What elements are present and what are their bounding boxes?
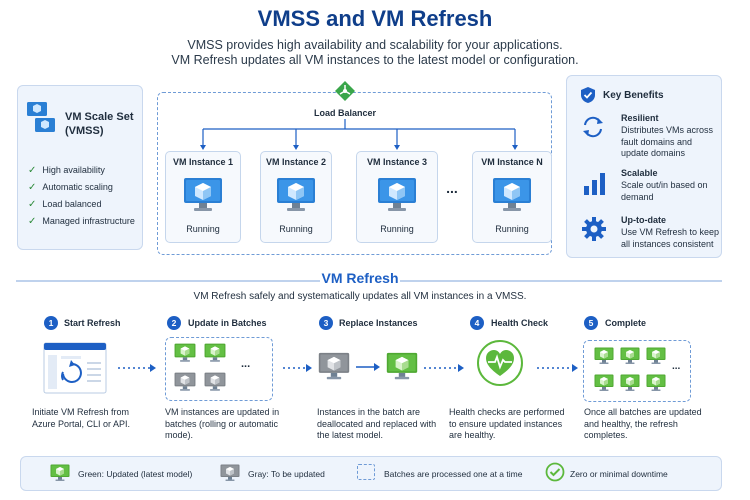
vm-updated-icon xyxy=(646,374,666,392)
bar-chart-icon xyxy=(584,173,605,195)
legend-downtime-label: Zero or minimal downtime xyxy=(570,469,668,479)
vmss-title-line-2: (VMSS) xyxy=(65,125,104,137)
vm-new-icon xyxy=(386,352,418,381)
step-title: Complete xyxy=(605,318,647,328)
step-description: Instances in the batch are deallocated a… xyxy=(317,407,437,440)
step-title: Health Check xyxy=(491,318,549,328)
health-check-icon xyxy=(477,340,523,386)
vm-instance-name: VM Instance 1 xyxy=(172,157,234,167)
vm-updated-icon xyxy=(204,343,226,363)
subtitle-line-2: VM Refresh updates all VM instances to t… xyxy=(171,53,579,67)
vm-instance-status: Running xyxy=(186,224,220,234)
vm-instance-name: VM Instance N xyxy=(481,157,543,167)
vm-updated-icon xyxy=(646,347,666,365)
batch-ellipsis: ... xyxy=(241,358,251,370)
step-description: VM instances are updated in batches (rol… xyxy=(165,407,280,440)
vm-updated-icon xyxy=(594,374,614,392)
benefit-title-up-to-date: Up-to-date xyxy=(621,215,666,225)
vmss-feature-list: ✓High availability ✓Automatic scaling ✓L… xyxy=(28,165,140,233)
vm-instance-card[interactable]: VM Instance 2 Running xyxy=(260,151,332,243)
vm-pending-icon xyxy=(204,372,226,392)
refresh-section-subtitle: VM Refresh safely and systematically upd… xyxy=(193,291,527,302)
feature-item: ✓Managed infrastructure xyxy=(28,216,135,227)
benefit-title-resilient: Resilient xyxy=(621,113,659,123)
vm-instance-status: Running xyxy=(279,224,313,234)
step-number: 1 xyxy=(44,316,58,330)
feature-item: ✓Automatic scaling xyxy=(28,182,113,193)
check-icon: ✓ xyxy=(28,182,37,193)
step-description: Once all batches are updated and healthy… xyxy=(584,407,702,440)
check-icon: ✓ xyxy=(28,165,37,176)
vm-instance-card[interactable]: VM Instance N Running xyxy=(472,151,552,243)
gear-icon xyxy=(582,217,606,241)
batch-box xyxy=(165,337,273,401)
legend-gray-label: Gray: To be updated xyxy=(248,469,325,479)
vm-instance-card[interactable]: VM Instance 1 Running xyxy=(165,151,241,243)
benefit-desc-up-to-date: Use VM Refresh to keep all instances con… xyxy=(621,227,720,249)
refresh-section-title: VM Refresh xyxy=(321,270,399,286)
vm-updated-icon xyxy=(594,347,614,365)
feature-item: ✓High availability xyxy=(28,165,105,176)
step-title: Update in Batches xyxy=(188,318,267,328)
vm-instance-status: Running xyxy=(380,224,414,234)
legend-bar xyxy=(20,456,722,491)
vmss-panel: VM Scale Set (VMSS) ✓High availability ✓… xyxy=(17,85,143,250)
check-icon: ✓ xyxy=(28,199,37,210)
legend-check-icon xyxy=(545,462,565,482)
key-benefits-panel: Key Benefits Resilient Distributes VMs a… xyxy=(566,75,722,258)
load-balancer-icon xyxy=(335,81,355,101)
vm-pending-icon xyxy=(174,372,196,392)
legend-batch-label: Batches are processed one at a time xyxy=(384,469,523,479)
check-icon: ✓ xyxy=(28,216,37,227)
step-description: Health checks are performed to ensure up… xyxy=(449,407,565,440)
benefit-desc-scalable: Scale out/in based on demand xyxy=(621,180,708,202)
refresh-icon xyxy=(583,116,603,138)
vm-instance-name: VM Instance 3 xyxy=(366,157,428,167)
vm-instance-name: VM Instance 2 xyxy=(265,157,327,167)
load-balancer-label: Load Balancer xyxy=(313,108,377,118)
page-title: VMSS and VM Refresh xyxy=(257,6,493,31)
step-number: 2 xyxy=(167,316,181,330)
instance-ellipsis: ... xyxy=(446,180,458,196)
step-description: Initiate VM Refresh from Azure Portal, C… xyxy=(32,407,131,429)
vm-updated-icon xyxy=(174,343,196,363)
step-title: Start Refresh xyxy=(64,318,121,328)
benefit-desc-resilient: Distributes VMs across fault domains and… xyxy=(621,125,714,158)
feature-item: ✓Load balanced xyxy=(28,199,102,210)
legend-green-icon xyxy=(50,464,70,482)
step-number: 3 xyxy=(319,316,333,330)
vm-old-icon xyxy=(318,352,350,381)
step-title: Replace Instances xyxy=(339,318,418,328)
vmss-icon xyxy=(27,102,55,132)
portal-window-icon xyxy=(43,342,107,394)
vmss-title-line-1: VM Scale Set xyxy=(65,111,134,123)
legend-batch-icon xyxy=(357,464,375,480)
vm-updated-icon xyxy=(620,374,640,392)
shield-icon xyxy=(581,87,595,103)
key-benefits-title: Key Benefits xyxy=(603,90,664,101)
legend-green-label: Green: Updated (latest model) xyxy=(78,469,193,479)
subtitle-line-1: VMSS provides high availability and scal… xyxy=(187,38,563,52)
vm-updated-icon xyxy=(620,347,640,365)
complete-ellipsis: ... xyxy=(672,361,681,372)
completed-batch-box xyxy=(583,340,691,402)
legend-gray-icon xyxy=(220,464,240,482)
vm-instance-card[interactable]: VM Instance 3 Running xyxy=(356,151,438,243)
vm-instance-status: Running xyxy=(495,224,529,234)
step-number: 5 xyxy=(584,316,598,330)
step-number: 4 xyxy=(470,316,484,330)
replace-arrow-icon xyxy=(356,363,380,371)
benefit-title-scalable: Scalable xyxy=(621,168,658,178)
